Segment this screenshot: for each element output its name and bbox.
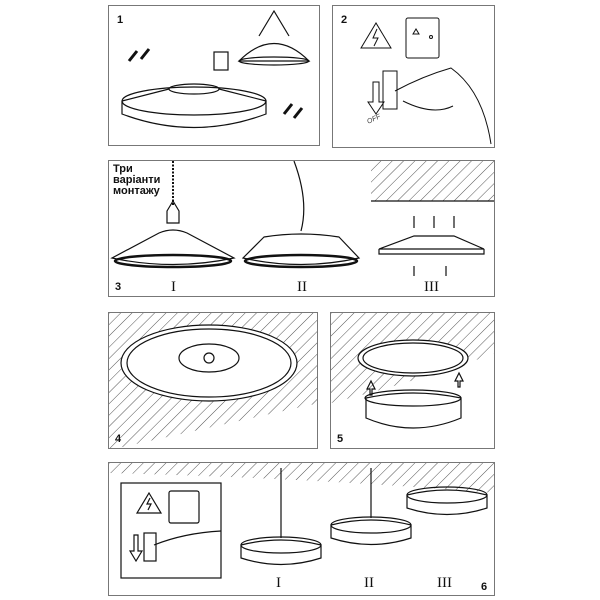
option-I-label: I [171, 279, 176, 295]
lamp-parts-illustration [121, 9, 311, 129]
step-2-panel: 2 OFF [332, 5, 495, 148]
option-II-label: II [297, 279, 307, 295]
step-5-panel: 5 [330, 312, 495, 449]
option-II-label: II [364, 575, 374, 591]
power-off-illustration [360, 17, 492, 145]
step-number: 1 [117, 14, 124, 26]
title-line: монтажу [113, 185, 160, 197]
step-number: 3 [115, 281, 122, 293]
attach-lamp-illustration [331, 313, 494, 429]
option-III-label: III [424, 279, 439, 295]
step-4-panel: 4 [108, 312, 318, 449]
option-I-label: I [276, 575, 281, 591]
electrical-panel-icon [405, 17, 440, 59]
arrow-down-icon [367, 81, 385, 115]
finished-installation-illustration [109, 463, 494, 579]
option-III-label: III [437, 575, 452, 591]
step-1-panel: 1 [108, 5, 320, 146]
step-number: 4 [115, 433, 122, 445]
step-3-panel: Три варіанти монтажу 3 I II III [108, 160, 495, 297]
step-number: 2 [341, 14, 348, 26]
step-number: 5 [337, 433, 344, 445]
title-line: Три [113, 163, 133, 175]
step-number: 6 [481, 581, 488, 593]
step-6-panel: I II III 6 [108, 462, 495, 596]
mounting-options-illustration [110, 161, 494, 276]
mounting-plate-illustration [109, 313, 317, 448]
title-line: варіанти [113, 174, 161, 186]
mounting-options-title: Три варіанти монтажу [113, 164, 173, 197]
high-voltage-warning-icon [360, 22, 392, 49]
